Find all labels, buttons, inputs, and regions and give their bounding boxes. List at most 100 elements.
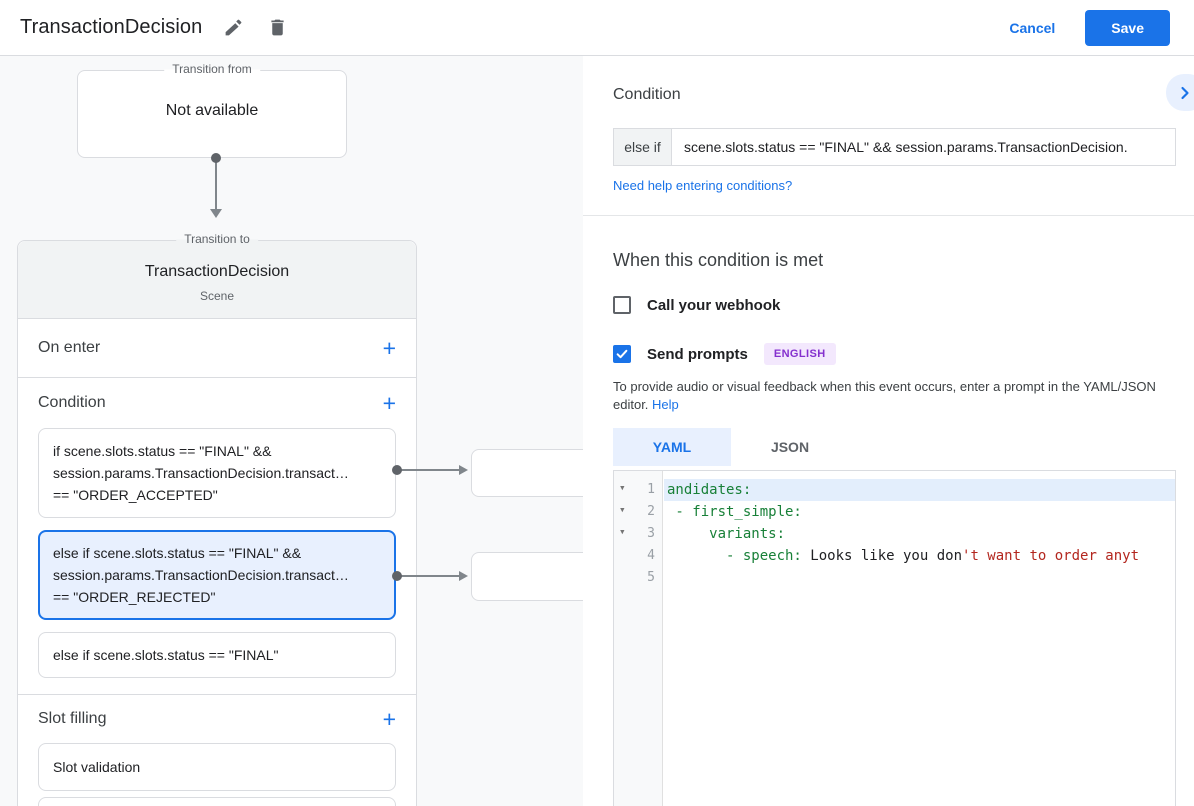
connector-dot xyxy=(211,153,221,163)
scene-title: TransactionDecision xyxy=(144,263,290,280)
scene-flow-canvas: Transition from Not available Transition… xyxy=(0,56,583,806)
send-prompts-label: Send prompts xyxy=(647,345,748,363)
condition-panel-heading: Condition xyxy=(613,86,681,103)
connector-line xyxy=(215,158,217,210)
gutter-row: ▾ 1 xyxy=(614,479,663,501)
condition-line: session.params.TransactionDecision.trans… xyxy=(53,567,349,583)
fold-arrow-icon[interactable]: ▾ xyxy=(619,525,626,538)
connector-line xyxy=(397,575,459,577)
app-bar: TransactionDecision Cancel Save xyxy=(0,0,1194,56)
check-icon xyxy=(616,349,628,359)
condition-input-row: else if xyxy=(613,128,1176,166)
condition-help-link[interactable]: Need help entering conditions? xyxy=(613,178,793,193)
gutter-row: ▾ 2 xyxy=(614,501,663,523)
collapse-panel-button[interactable] xyxy=(1166,74,1194,111)
add-on-enter-button[interactable]: + xyxy=(382,335,396,361)
slot-filling-header: Slot filling + xyxy=(18,695,416,743)
connector-line xyxy=(397,469,459,471)
delete-button[interactable] xyxy=(264,15,290,41)
line-number: 1 xyxy=(647,482,655,497)
language-badge: ENGLISH xyxy=(763,343,836,365)
transition-to-label: Transition to xyxy=(176,232,258,246)
tab-json[interactable]: JSON xyxy=(770,439,810,455)
slot-card-label: Slot validation xyxy=(53,759,141,775)
condition-line: session.params.TransactionDecision.trans… xyxy=(53,465,349,481)
arrow-down-icon xyxy=(210,209,222,218)
active-line-highlight xyxy=(664,479,1175,501)
condition-prefix-label: else if xyxy=(613,128,671,166)
add-slot-button[interactable]: + xyxy=(382,706,396,732)
yaml-value: Looks like you don xyxy=(801,548,963,564)
condition-line: else if scene.slots.status == "FINAL" && xyxy=(53,545,302,561)
condition-section-header: Condition + xyxy=(18,378,416,428)
send-prompts-checkbox[interactable] xyxy=(613,345,631,363)
yaml-key: variants: xyxy=(667,526,786,542)
scene-subtitle: Scene xyxy=(199,289,235,303)
line-number: 5 xyxy=(647,570,655,585)
transition-from-content: Not available xyxy=(165,102,259,119)
fold-arrow-icon[interactable]: ▾ xyxy=(619,481,626,494)
yaml-key: - speech: xyxy=(667,548,802,564)
webhook-row: Call your webhook xyxy=(613,296,780,314)
edit-button[interactable] xyxy=(220,15,246,41)
gutter-row: 5 xyxy=(614,567,663,589)
add-condition-button[interactable]: + xyxy=(382,390,396,416)
prompt-hint-text: To provide audio or visual feedback when… xyxy=(613,379,1156,412)
section-divider xyxy=(583,215,1194,216)
transition-from-box: Transition from Not available xyxy=(77,62,347,158)
chevron-right-icon xyxy=(1181,86,1189,99)
slot-validation-card[interactable]: Slot validation xyxy=(38,743,396,791)
condition-card-accepted[interactable]: if scene.slots.status == "FINAL" && sess… xyxy=(38,428,396,518)
code-line-2: - first_simple: xyxy=(667,501,1175,523)
next-scene-node[interactable] xyxy=(471,449,583,497)
save-button[interactable]: Save xyxy=(1085,9,1170,46)
connector-dot xyxy=(392,571,402,581)
when-condition-met-heading: When this condition is met xyxy=(613,250,824,270)
page-title: TransactionDecision xyxy=(20,16,203,38)
transition-from-label: Transition from xyxy=(164,62,260,76)
yaml-code-editor[interactable]: ▾ 1 ▾ 2 ▾ 3 4 5 andidates: - first_simpl… xyxy=(613,470,1176,806)
help-link[interactable]: Help xyxy=(652,396,679,412)
arrow-right-icon xyxy=(459,571,468,581)
gutter-row: 4 xyxy=(614,545,663,567)
gutter-row: ▾ 3 xyxy=(614,523,663,545)
yaml-key: andidates: xyxy=(667,482,752,498)
condition-card-final[interactable]: else if scene.slots.status == "FINAL" xyxy=(38,632,396,678)
prompt-hint: To provide audio or visual feedback when… xyxy=(613,378,1185,413)
condition-line: == "ORDER_ACCEPTED" xyxy=(53,487,218,503)
slot-filling-label: Slot filling xyxy=(38,710,107,727)
editor-tabs: YAML JSON xyxy=(613,428,849,466)
line-number: 4 xyxy=(647,548,655,563)
condition-line: if scene.slots.status == "FINAL" && xyxy=(53,443,272,459)
arrow-right-icon xyxy=(459,465,468,475)
call-webhook-checkbox[interactable] xyxy=(613,296,631,314)
tab-yaml[interactable]: YAML xyxy=(613,428,731,466)
on-enter-row: On enter + xyxy=(18,319,416,378)
editor-code-area[interactable]: andidates: - first_simple: variants: - s… xyxy=(664,471,1175,806)
code-line-3: variants: xyxy=(667,523,1175,545)
fold-arrow-icon[interactable]: ▾ xyxy=(619,503,626,516)
code-line-4: - speech: Looks like you don't want to o… xyxy=(667,545,1175,567)
scene-header: TransactionDecision Scene xyxy=(18,241,416,319)
yaml-string: 't want to order anyt xyxy=(962,548,1140,564)
condition-expression-input[interactable] xyxy=(671,128,1176,166)
edit-icon xyxy=(225,19,242,36)
on-enter-label: On enter xyxy=(38,339,101,356)
trash-icon xyxy=(271,19,284,36)
code-line-1: andidates: xyxy=(667,479,1175,501)
partial-card[interactable] xyxy=(38,797,396,806)
condition-editor-panel: Condition else if Need help entering con… xyxy=(583,56,1194,806)
yaml-key: - first_simple: xyxy=(667,504,802,520)
code-line-5 xyxy=(667,567,1175,589)
transition-to-card: Transition to TransactionDecision Scene … xyxy=(17,232,417,806)
editor-gutter: ▾ 1 ▾ 2 ▾ 3 4 5 xyxy=(614,471,663,806)
condition-section: Condition + if scene.slots.status == "FI… xyxy=(18,378,416,695)
condition-section-label: Condition xyxy=(38,394,106,411)
condition-line: == "ORDER_REJECTED" xyxy=(53,589,216,605)
send-prompts-row: Send prompts ENGLISH xyxy=(613,343,836,365)
condition-card-rejected-selected[interactable]: else if scene.slots.status == "FINAL" &&… xyxy=(38,530,396,620)
cancel-button[interactable]: Cancel xyxy=(1009,19,1056,36)
line-number: 2 xyxy=(647,504,655,519)
next-scene-node[interactable] xyxy=(471,552,583,601)
connector-dot xyxy=(392,465,402,475)
